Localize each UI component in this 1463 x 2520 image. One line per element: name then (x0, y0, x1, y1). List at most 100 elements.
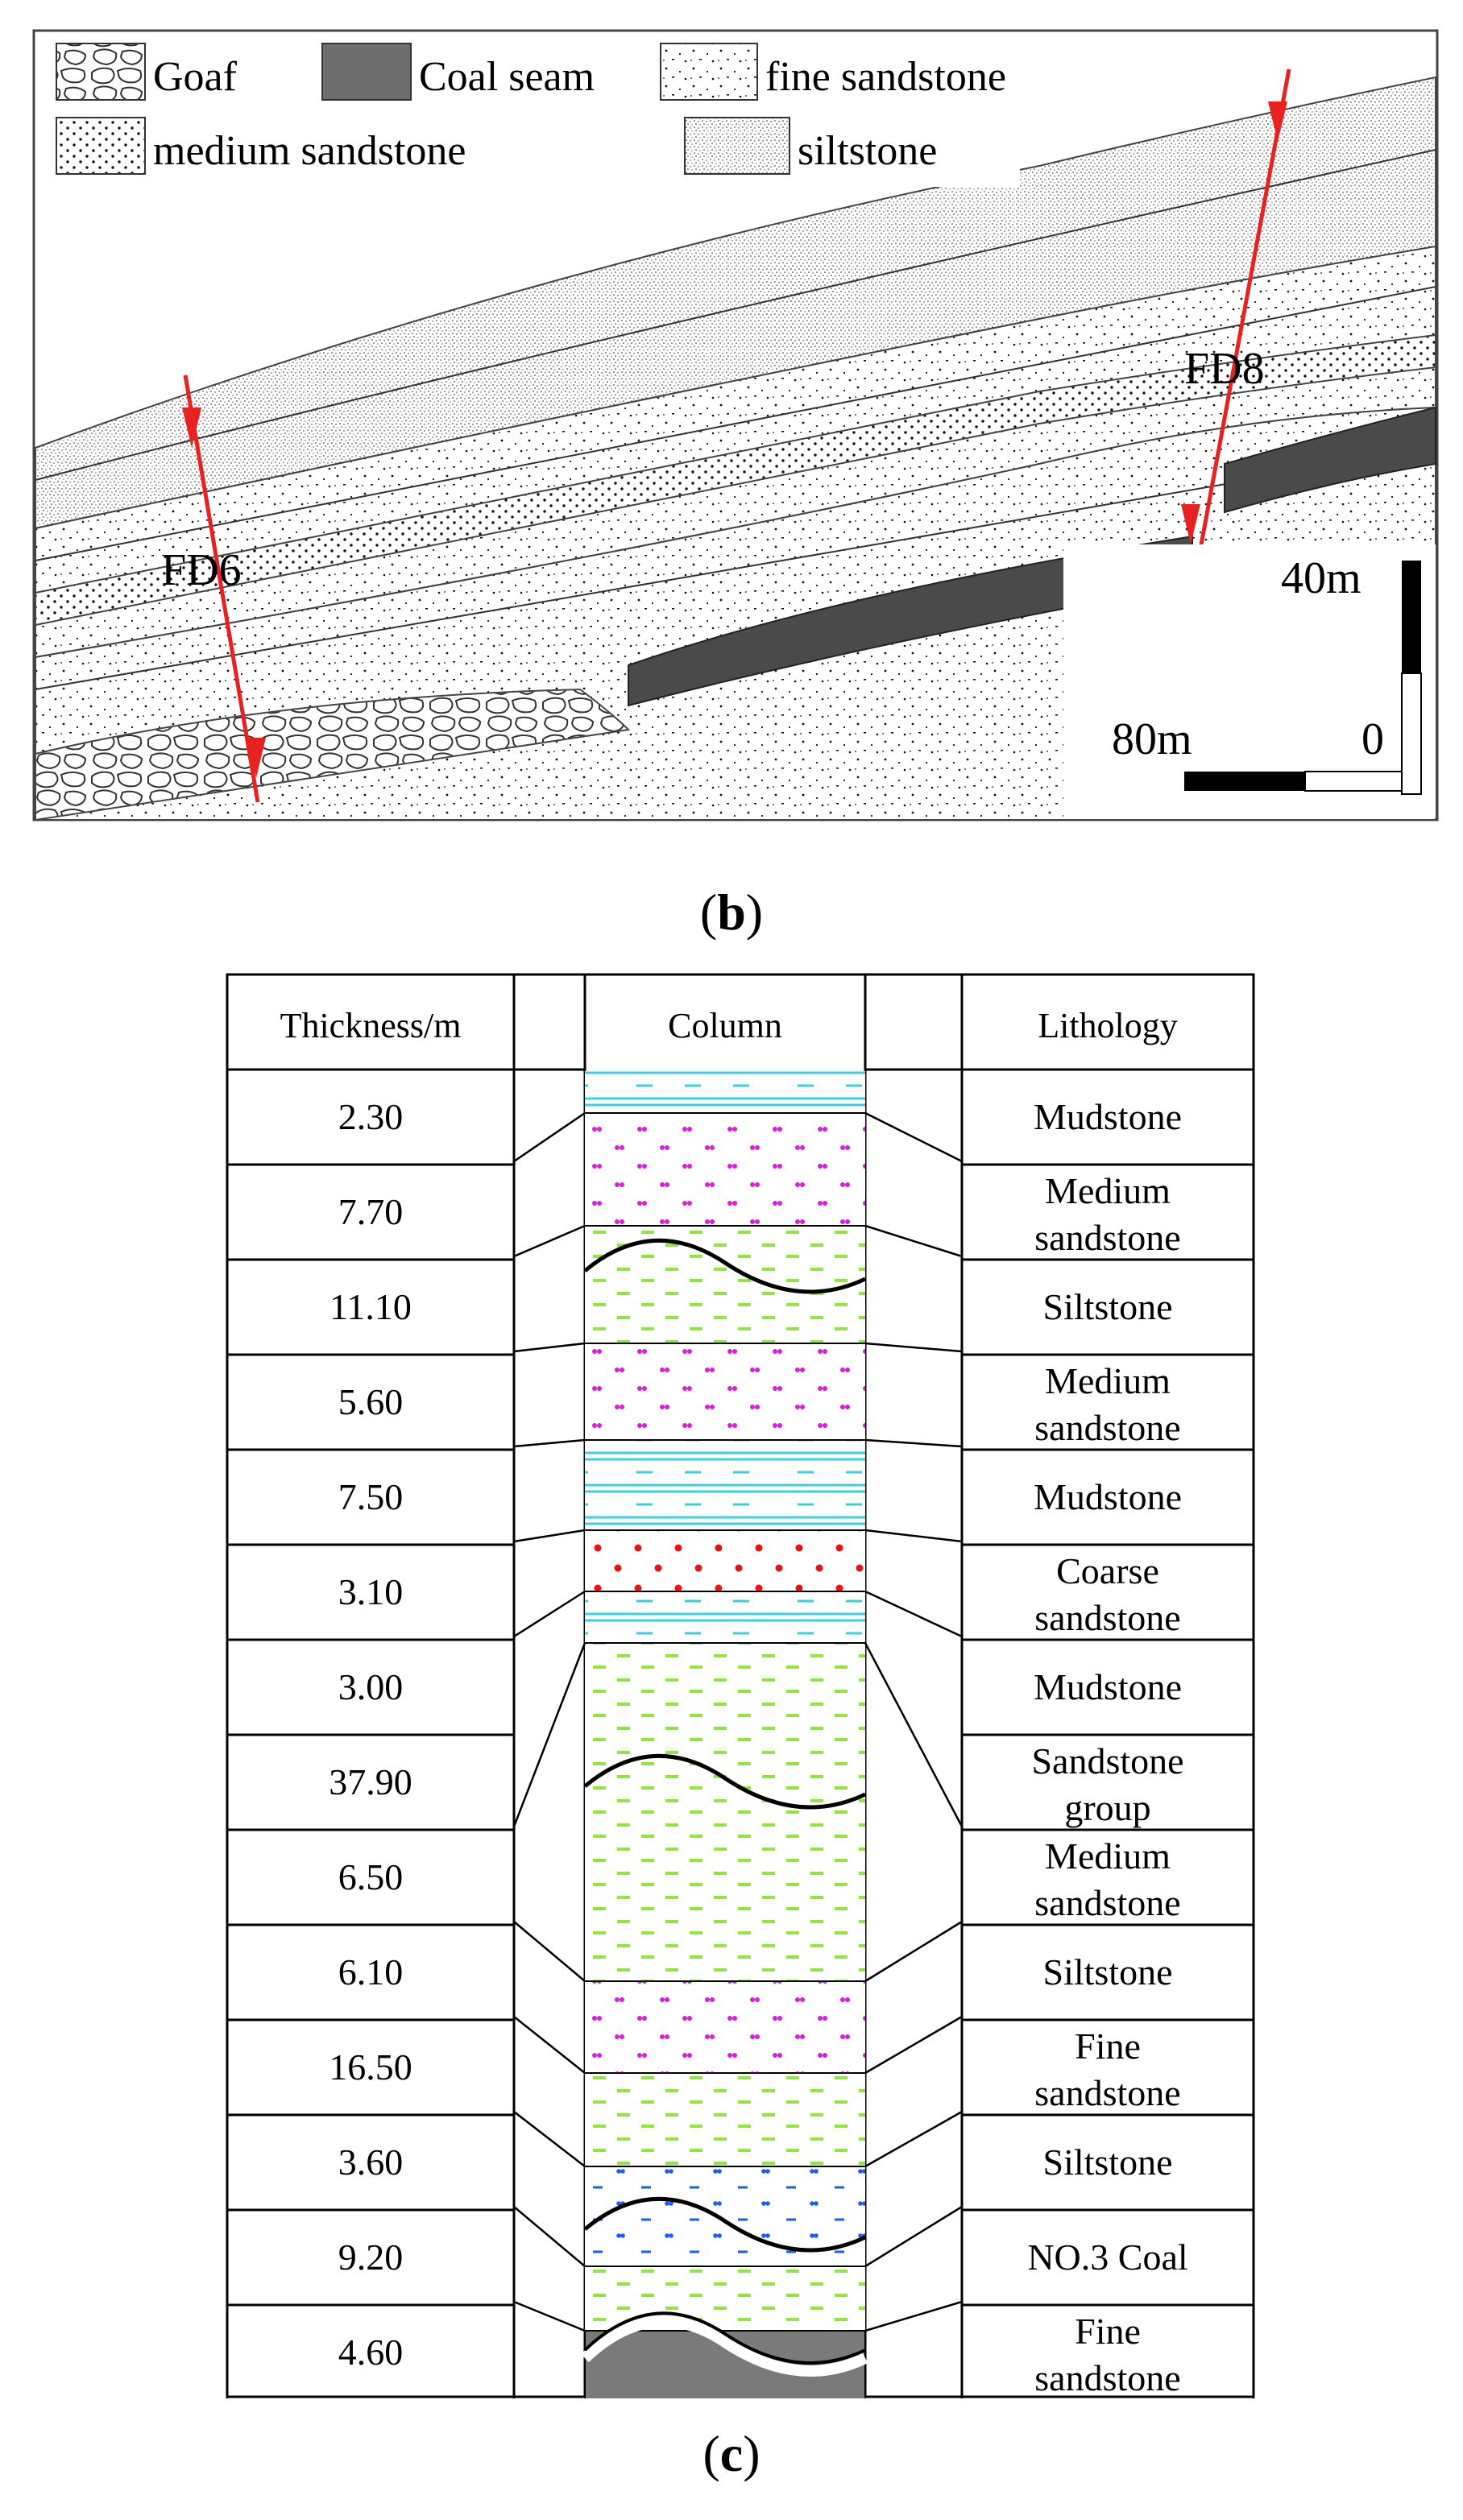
fault-fd6-label: FD6 (161, 545, 242, 595)
thickness-value: 37.90 (329, 1761, 412, 1802)
thickness-cell (226, 2303, 516, 2398)
stratigraphic-column-figure: Thickness/m Column Lithology (226, 973, 1255, 2398)
col-siltstone-2 (585, 2073, 865, 2166)
lithology-label: Siltstone (1042, 1951, 1172, 1992)
coal-seam-right (1224, 406, 1436, 514)
wavy-break-1 (585, 1238, 865, 1294)
lithology-label: Sandstone (1031, 1740, 1183, 1781)
header-lithology: Lithology (1038, 1006, 1178, 1045)
coal-wavy-band (581, 2315, 868, 2377)
fault-fd8-line (1190, 68, 1291, 594)
lithology-label: sandstone (1034, 2072, 1180, 2113)
col-medium-sandstone-3 (585, 1981, 865, 2073)
legend-fine-swatch (660, 43, 758, 101)
caption-open-paren: ( (702, 2425, 720, 2482)
lithology-label: Fine (1075, 2311, 1141, 2352)
lithology-cell (960, 2303, 1255, 2398)
caption-letter: b (717, 883, 746, 941)
lithology-label: sandstone (1034, 1407, 1180, 1448)
legend-medium-swatch (56, 117, 146, 175)
lithology-label: Medium (1045, 1170, 1171, 1211)
coal-wavy-outline (583, 2311, 866, 2365)
lithology-label: Siltstone (1042, 1286, 1172, 1327)
thickness-value: 2.30 (338, 1096, 404, 1137)
thickness-value: 9.20 (338, 2237, 404, 2278)
lithology-label: Coarse (1056, 1550, 1159, 1591)
column-strata (585, 1071, 865, 2331)
legend-fine-label: fine sandstone (765, 54, 1006, 100)
legend-coal-label: Coal seam (419, 54, 595, 100)
panel-b-caption: (b) (0, 883, 1463, 942)
thickness-value: 5.60 (338, 1381, 404, 1422)
caption-close-paren: ) (743, 2425, 761, 2482)
lithology-label: Fine (1075, 2026, 1141, 2067)
wavy-break-3 (585, 2196, 865, 2253)
scale-vertical-top-label: 40m (1281, 553, 1361, 603)
col-mudstone-1 (585, 1071, 865, 1113)
scale-horizontal-black (1184, 772, 1305, 791)
lithology-label: sandstone (1034, 1217, 1180, 1258)
lithology-label: Medium (1045, 1835, 1171, 1877)
legend: Goaf Coal seam fine sandstone medium san… (56, 43, 1006, 175)
stratum-line-1 (35, 149, 1436, 481)
lithology-label: Mudstone (1034, 1666, 1182, 1707)
wavy-break-2 (585, 1753, 865, 1810)
connector-lines (512, 1068, 964, 2332)
col-mudstone-3 (585, 1591, 865, 1643)
header-thickness: Thickness/m (280, 1006, 462, 1045)
col-medium-sandstone-2 (585, 1343, 865, 1440)
thickness-value: 4.60 (338, 2332, 404, 2373)
legend-background (37, 34, 1020, 187)
scale-horizontal-label: 80m (1112, 714, 1192, 764)
header-column: Column (668, 1006, 782, 1045)
lithology-label: sandstone (1034, 1882, 1180, 1923)
thickness-value: 3.10 (338, 1571, 404, 1612)
thickness-value: 7.50 (338, 1476, 404, 1517)
cross-section-figure: Goaf Coal seam fine sandstone medium san… (32, 29, 1439, 821)
thickness-value: 3.00 (338, 1666, 404, 1707)
thickness-value: 11.10 (329, 1286, 412, 1327)
col-sandstone-group (585, 1643, 865, 1981)
thickness-value: 6.50 (338, 1856, 404, 1897)
lithology-label: group (1064, 1787, 1150, 1828)
goaf-area (35, 688, 631, 821)
thickness-value: 6.10 (338, 1951, 404, 1992)
caption-close-paren: ) (745, 883, 764, 941)
lithology-label: Siltstone (1042, 2141, 1172, 2183)
column-bottom (581, 2311, 868, 2398)
scale-vertical-black (1402, 561, 1421, 673)
thickness-value: 16.50 (329, 2046, 412, 2088)
lithology-label: Medium (1045, 1360, 1171, 1401)
caption-open-paren: ( (699, 883, 718, 941)
fd6-arrow-down (247, 738, 266, 778)
col-coarse-sandstone (585, 1530, 865, 1591)
scale-zero-label: 0 (1361, 714, 1384, 764)
caption-letter: c (719, 2425, 744, 2482)
lithology-label: sandstone (1034, 2357, 1180, 2398)
fd6-arrow-up (182, 408, 201, 448)
lithology-label: Mudstone (1034, 1096, 1182, 1137)
legend-medium-label: medium sandstone (153, 128, 466, 174)
col-medium-sandstone-1 (585, 1113, 865, 1226)
fault-fd6-line (183, 374, 260, 803)
legend-coal-swatch (321, 43, 412, 101)
fault-fd8-label: FD8 (1184, 344, 1265, 394)
lithology-label: sandstone (1034, 1597, 1180, 1638)
stratum-line-3 (35, 447, 1436, 690)
thickness-value: 3.60 (338, 2141, 404, 2183)
fd8-arrow-up (1268, 101, 1287, 142)
scale-horizontal-white (1304, 771, 1403, 792)
col-siltstone-1 (585, 1226, 865, 1343)
legend-goaf-label: Goaf (153, 54, 238, 100)
lithology-label: NO.3 Coal (1027, 2237, 1187, 2278)
thickness-value: 7.70 (338, 1191, 404, 1232)
col-mudstone-2 (585, 1440, 865, 1530)
legend-goaf-swatch (56, 43, 146, 101)
scale-vertical-white (1401, 672, 1422, 795)
legend-silt-swatch (684, 117, 790, 175)
fd8-arrow-down (1181, 504, 1200, 544)
panel-c-caption: (c) (0, 2424, 1463, 2484)
lithology-label: Mudstone (1034, 1476, 1182, 1517)
medium-sandstone-band (35, 333, 1436, 627)
